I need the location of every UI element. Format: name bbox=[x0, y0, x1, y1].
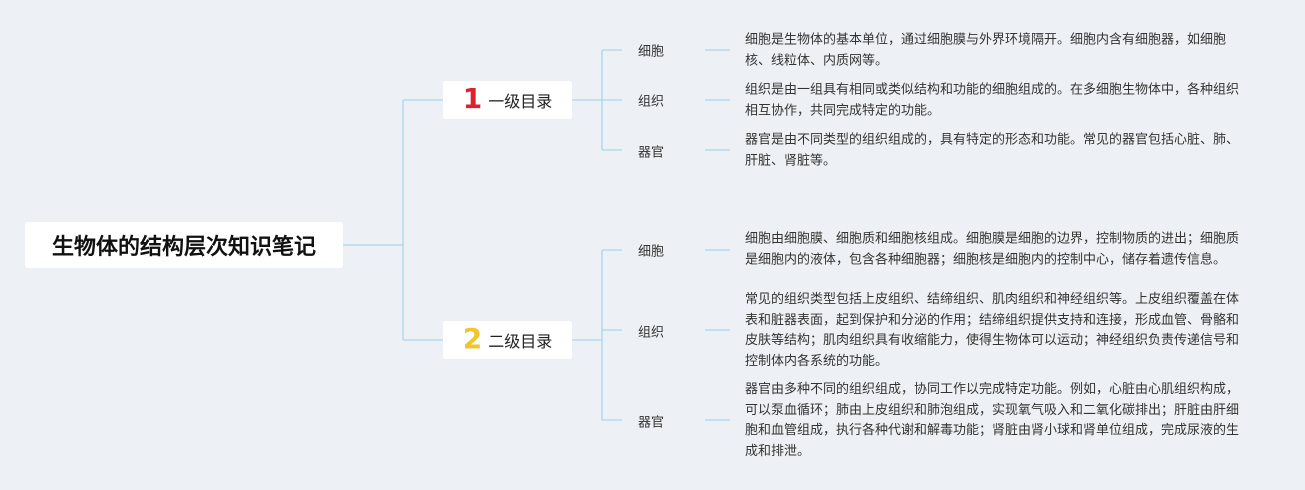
desc-organ-1: 器官是由不同类型的组织组成的，具有特定的形态和功能。常见的器官包括心脏、肺、肝脏… bbox=[745, 132, 1240, 169]
section-1-number: 1 bbox=[462, 82, 483, 115]
leaf-organ-1[interactable]: 器官 bbox=[638, 145, 665, 161]
section-2-topic[interactable]: 2 二级目录 bbox=[443, 321, 572, 359]
leaf-cell-2[interactable]: 细胞 bbox=[638, 244, 665, 260]
root-topic[interactable]: 生物体的结构层次知识笔记 bbox=[25, 222, 343, 268]
desc-organ-2: 器官由多种不同的组织组成，协同工作以完成特定功能。例如，心脏由心肌组织构成，可以… bbox=[745, 382, 1240, 459]
leaf-organ-2[interactable]: 器官 bbox=[638, 415, 665, 431]
leaf-tissue-2[interactable]: 组织 bbox=[638, 325, 665, 341]
root-title: 生物体的结构层次知识笔记 bbox=[51, 235, 316, 260]
section-1-title: 一级目录 bbox=[488, 92, 553, 111]
desc-tissue-2: 常见的组织类型包括上皮组织、结缔组织、肌肉组织和神经组织等。上皮组织覆盖在体表和… bbox=[745, 292, 1240, 369]
section-1-topic[interactable]: 1 一级目录 bbox=[443, 81, 572, 119]
desc-tissue-1: 组织是由一组具有相同或类似结构和功能的细胞组成的。在多细胞生物体中，各种组织相互… bbox=[745, 82, 1240, 119]
desc-cell-2: 细胞由细胞膜、细胞质和细胞核组成。细胞膜是细胞的边界，控制物质的进出；细胞质是细… bbox=[745, 231, 1240, 268]
leaf-tissue-1[interactable]: 组织 bbox=[638, 94, 665, 110]
section-2-number: 2 bbox=[462, 322, 483, 355]
section-2-title: 二级目录 bbox=[488, 332, 553, 351]
leaf-cell-1[interactable]: 细胞 bbox=[638, 44, 665, 60]
desc-cell-1: 细胞是生物体的基本单位，通过细胞膜与外界环境隔开。细胞内含有细胞器，如细胞核、线… bbox=[745, 32, 1227, 69]
